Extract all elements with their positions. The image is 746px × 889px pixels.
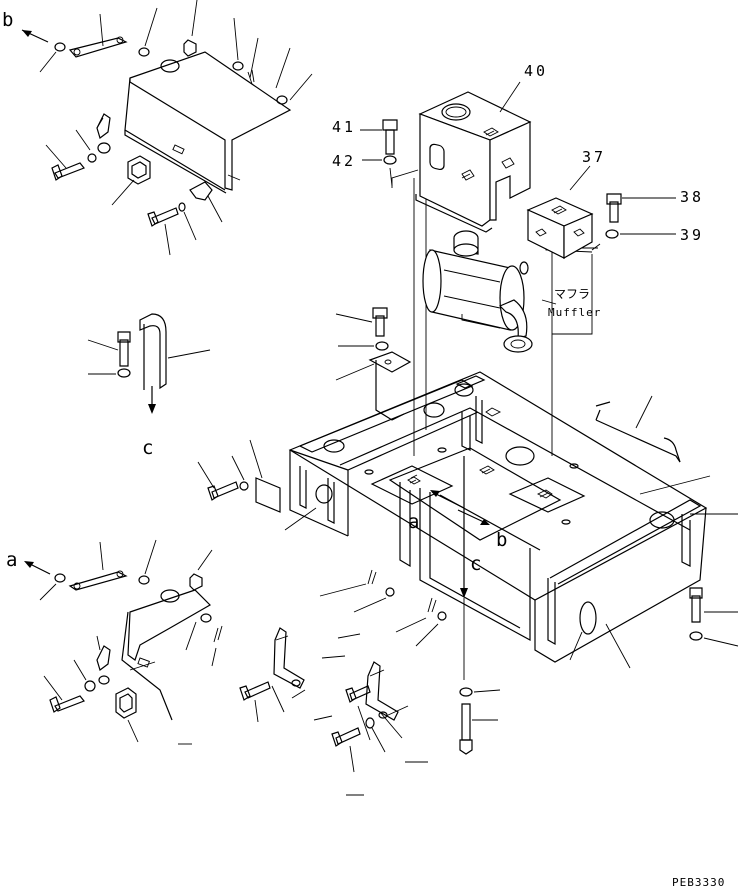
bottom-center-bolt <box>459 598 501 755</box>
part-37-small-cover: 37 <box>526 148 606 260</box>
view-label-c-left: c <box>142 437 153 459</box>
top-left-cover-assembly <box>39 0 313 256</box>
bottom-bracket-parts <box>239 569 447 796</box>
view-arrows-center: a b c <box>408 456 507 598</box>
view-label-a-center: a <box>408 511 419 533</box>
drawing-code: PEB3330 <box>672 876 725 889</box>
muffler: マフラ Muffler <box>422 230 601 353</box>
part-40-muffler-cover: 40 <box>415 62 548 233</box>
callout-37: 37 <box>582 148 606 166</box>
left-middle-bolt <box>197 455 249 501</box>
parts-38-39: 38 39 <box>591 188 704 251</box>
callout-40: 40 <box>524 62 548 80</box>
view-label-a-left: a <box>6 549 17 571</box>
muffler-label-en: Muffler <box>548 306 601 319</box>
bottom-left-cover-assembly <box>39 539 223 745</box>
callout-38: 38 <box>680 188 704 206</box>
right-bolt-assembly <box>689 587 739 647</box>
assembly-leader-lines <box>391 169 598 456</box>
callout-42: 42 <box>332 152 356 170</box>
callout-39: 39 <box>680 226 704 244</box>
parts-41-42: 41 42 <box>332 118 398 187</box>
callout-41: 41 <box>332 118 356 136</box>
view-arrow-b-top: b <box>2 9 49 43</box>
view-label-c-center: c <box>470 553 481 575</box>
handle-assembly: c <box>87 313 211 459</box>
view-label-b: b <box>2 9 13 31</box>
view-label-b-center: b <box>496 529 507 551</box>
frame-top-bolt <box>335 307 389 351</box>
main-frame <box>249 351 738 669</box>
muffler-label-jp: マフラ <box>554 287 590 301</box>
view-arrow-a-left: a <box>6 549 51 575</box>
